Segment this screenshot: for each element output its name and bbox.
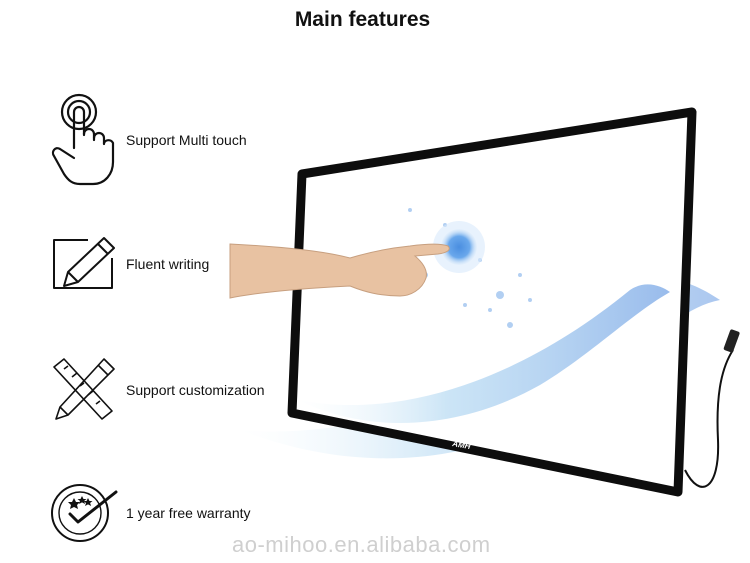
feature-customization: Support customization — [45, 340, 265, 440]
warranty-seal-icon — [45, 463, 120, 563]
touch-frame — [287, 107, 697, 497]
feature-label: Support Multi touch — [126, 132, 247, 148]
screen-wave — [298, 284, 670, 423]
feature-label: Fluent writing — [126, 256, 210, 272]
multi-touch-hand-icon — [45, 90, 120, 190]
touch-point — [441, 229, 477, 265]
usb-plug-icon — [723, 329, 740, 353]
pointing-hand — [229, 243, 450, 299]
page-title: Main features — [294, 8, 431, 31]
feature-fluent-writing: Fluent writing — [45, 214, 209, 314]
feature-label: 1 year free warranty — [126, 505, 251, 521]
feature-label: Support customization — [126, 382, 265, 398]
feature-warranty: 1 year free warranty — [45, 463, 251, 563]
frame-logo: AMH — [451, 439, 472, 451]
touch-frame-illustration: AMH — [229, 107, 740, 497]
usb-cable — [684, 349, 734, 488]
feature-multi-touch: Support Multi touch — [45, 90, 247, 190]
ruler-pencil-cross-icon — [45, 340, 120, 440]
watermark-text: ao-mihoo.en.alibaba.com — [232, 532, 491, 557]
pencil-writing-icon — [45, 214, 120, 314]
